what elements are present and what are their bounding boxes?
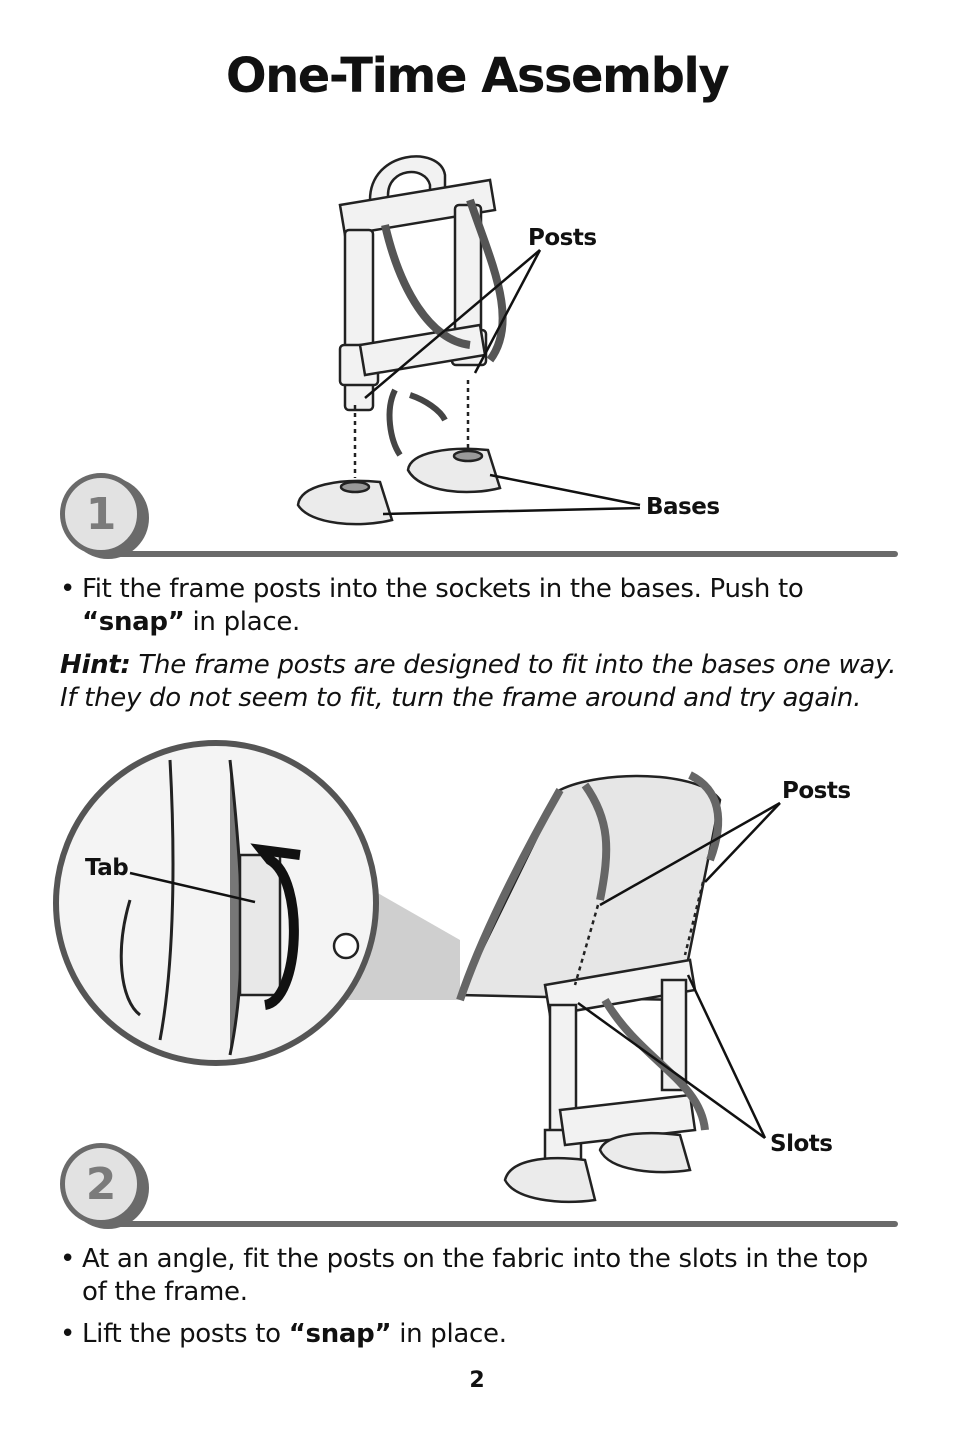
step-2-instruction-1: • At an angle, fit the posts on the fabr…	[60, 1243, 900, 1309]
step-1-text-after: in place.	[184, 607, 300, 637]
step-1-text-before: Fit the frame posts into the sockets in …	[82, 574, 804, 604]
hint-label: Hint:	[60, 650, 131, 680]
page-number: 2	[469, 1368, 485, 1393]
bases-label: Bases	[646, 494, 720, 520]
step-2-badge: 2	[60, 1143, 142, 1225]
bullet-marker: •	[60, 574, 76, 604]
snap-emphasis: “snap”	[82, 607, 185, 637]
step-2-instruction-2: • Lift the posts to “snap” in place.	[60, 1318, 900, 1351]
chair-illustration-step2	[456, 771, 723, 1204]
step-1-badge: 1	[60, 473, 142, 555]
page-title: One-Time Assembly	[225, 48, 730, 104]
step-2-text-1: At an angle, fit the posts on the fabric…	[82, 1244, 868, 1307]
step-1-instruction: • Fit the frame posts into the sockets i…	[60, 573, 900, 639]
step-2-text-after: in place.	[391, 1319, 507, 1349]
frame-illustration-step1	[338, 155, 507, 457]
detail-magnifier	[53, 740, 460, 1066]
step-2-divider	[110, 1221, 898, 1227]
hint-text: The frame posts are designed to fit into…	[60, 650, 897, 713]
hint-paragraph: Hint: The frame posts are designed to fi…	[60, 649, 900, 715]
snap-emphasis: “snap”	[288, 1319, 392, 1349]
posts-label-step1: Posts	[528, 225, 597, 251]
bullet-marker: •	[60, 1319, 76, 1349]
step-1-divider	[110, 551, 898, 557]
tab-label: Tab	[85, 855, 129, 881]
posts-label-step2: Posts	[782, 778, 851, 804]
step-2-text-before: Lift the posts to	[82, 1319, 289, 1349]
bases-illustration	[296, 447, 502, 526]
bullet-marker: •	[60, 1244, 76, 1274]
slots-label: Slots	[770, 1131, 833, 1157]
